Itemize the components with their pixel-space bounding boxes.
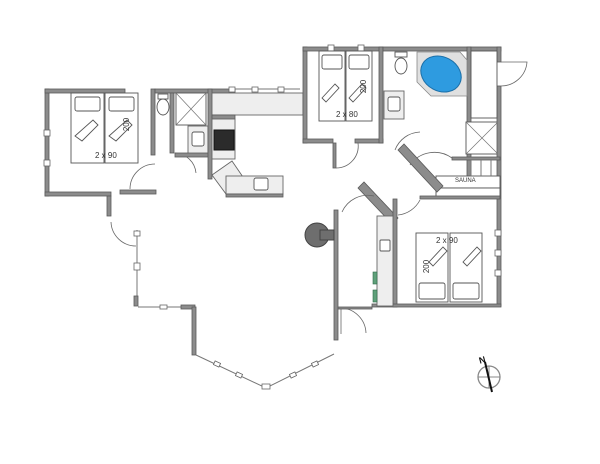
bed-length-west: 200 (122, 117, 132, 132)
wood-stove (304, 222, 335, 248)
living-room (106, 195, 335, 390)
shower-west (175, 92, 207, 126)
double-bed-west (70, 92, 139, 164)
sauna (409, 151, 501, 200)
bedroom-north (302, 44, 384, 169)
hallway (341, 143, 444, 225)
bedroom-west (43, 88, 157, 197)
sink-main (387, 96, 401, 112)
entrance (333, 209, 373, 341)
bed-label-east: 2 x 90 (436, 236, 458, 245)
sink-west (191, 131, 205, 147)
shower-main (465, 121, 499, 155)
toilet-main (394, 57, 408, 75)
bedroom-east (371, 198, 502, 308)
sauna-label: SAUNA (455, 178, 476, 184)
bed-length-east: 200 (422, 259, 432, 274)
utility-column (372, 215, 394, 307)
toilet-west (156, 98, 170, 116)
compass (477, 361, 501, 393)
stove (213, 129, 235, 151)
bed-label-west: 2 x 90 (95, 151, 117, 160)
whirlpool-bath (420, 55, 462, 93)
bed-length-north: 200 (359, 79, 369, 94)
kitchen-sink (253, 177, 269, 191)
bathroom-west (154, 88, 236, 174)
bed-label-north: 2 x 80 (336, 110, 358, 119)
kitchen (207, 86, 304, 198)
double-bed-north (318, 50, 373, 122)
double-bed-east (415, 232, 483, 303)
